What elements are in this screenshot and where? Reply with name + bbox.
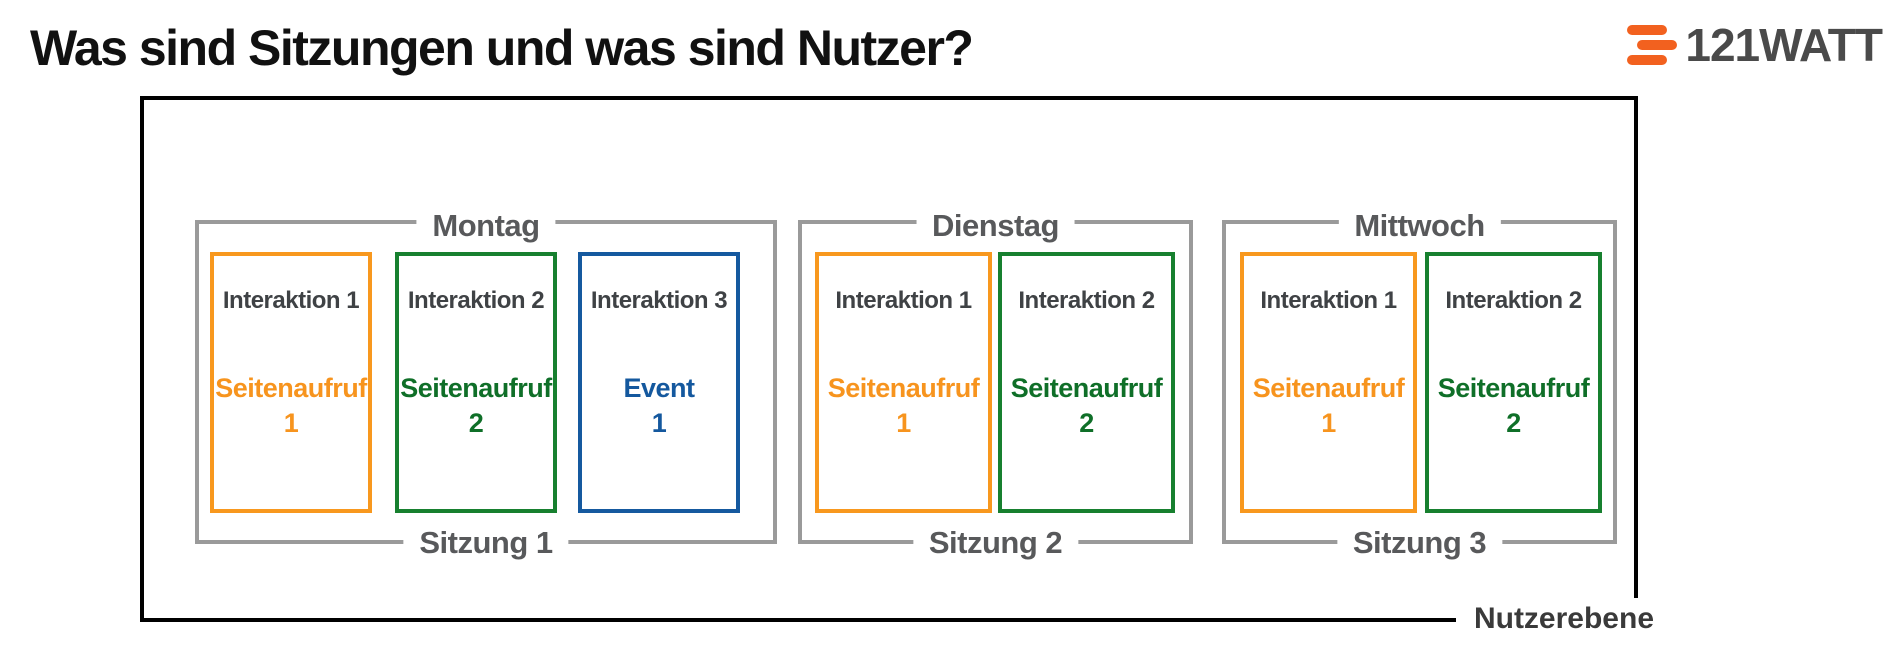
interaction-box-montag-1: Interaktion 1 Seitenaufruf 1 <box>210 252 372 513</box>
interaction-title: Interaktion 1 <box>1260 287 1397 314</box>
brand-logo: 121WATT <box>1626 19 1883 71</box>
interaction-value-line1: Seitenaufruf <box>827 373 980 403</box>
session-group-montag: Montag Interaktion 1 Seitenaufruf 1 Inte… <box>195 207 777 563</box>
interaction-value-line1: Seitenaufruf <box>1010 373 1163 403</box>
interaction-value-line2: 2 <box>1506 408 1521 438</box>
interaction-title: Interaktion 2 <box>1445 287 1582 314</box>
session-group-dienstag: Dienstag Interaktion 1 Seitenaufruf 1 In… <box>798 207 1193 563</box>
session-label-sitzung-2: Sitzung 2 <box>912 523 1079 563</box>
day-label-montag: Montag <box>416 207 556 245</box>
session-group-mittwoch: Mittwoch Interaktion 1 Seitenaufruf 1 In… <box>1222 207 1617 563</box>
interaction-box-mittwoch-2: Interaktion 2 Seitenaufruf 2 <box>1425 252 1602 513</box>
interaction-value: Seitenaufruf 2 <box>1002 371 1171 441</box>
logo-bar-middle <box>1637 40 1678 50</box>
interaction-box-dienstag-1: Interaktion 1 Seitenaufruf 1 <box>815 252 992 513</box>
interaction-value-line2: 1 <box>283 408 299 438</box>
interaction-value-line1: Seitenaufruf <box>400 373 552 403</box>
brand-logo-icon <box>1626 23 1678 67</box>
interaction-value-line1: Event <box>623 373 695 403</box>
day-label-mittwoch: Mittwoch <box>1338 207 1501 245</box>
interaction-box-mittwoch-1: Interaktion 1 Seitenaufruf 1 <box>1240 252 1417 513</box>
interaction-title: Interaktion 2 <box>1018 287 1155 314</box>
interaction-box-montag-2: Interaktion 2 Seitenaufruf 2 <box>395 252 557 513</box>
interaction-value-line1: Seitenaufruf <box>215 373 367 403</box>
logo-bar-top <box>1627 25 1668 35</box>
interaction-box-montag-3: Interaktion 3 Event 1 <box>578 252 740 513</box>
interaction-value: Seitenaufruf 2 <box>399 371 553 441</box>
interaction-title: Interaktion 2 <box>407 287 545 314</box>
logo-bar-bottom <box>1627 55 1668 65</box>
interaction-value-line1: Seitenaufruf <box>1252 373 1405 403</box>
user-level-box: Montag Interaktion 1 Seitenaufruf 1 Inte… <box>140 96 1660 640</box>
interaction-value: Seitenaufruf 2 <box>1429 371 1598 441</box>
interaction-box-dienstag-2: Interaktion 2 Seitenaufruf 2 <box>998 252 1175 513</box>
session-label-sitzung-3: Sitzung 3 <box>1336 523 1503 563</box>
interaction-title: Interaktion 1 <box>222 287 360 314</box>
interaction-value-line1: Seitenaufruf <box>1437 373 1590 403</box>
interaction-value-line2: 2 <box>468 408 484 438</box>
interaction-value-line2: 1 <box>651 408 667 438</box>
interaction-title: Interaktion 3 <box>590 287 728 314</box>
session-label-sitzung-1: Sitzung 1 <box>403 523 569 563</box>
day-label-dienstag: Dienstag <box>916 207 1075 245</box>
interaction-value-line2: 1 <box>896 408 911 438</box>
interaction-value-line2: 2 <box>1079 408 1094 438</box>
page-title: Was sind Sitzungen und was sind Nutzer? <box>30 20 974 76</box>
interaction-value: Seitenaufruf 1 <box>214 371 368 441</box>
user-level-label: Nutzerebene <box>1455 598 1660 640</box>
interaction-value-line2: 1 <box>1321 408 1336 438</box>
brand-logo-text: 121WATT <box>1685 19 1883 71</box>
interaction-value: Event 1 <box>582 371 736 441</box>
interaction-title: Interaktion 1 <box>835 287 972 314</box>
interaction-value: Seitenaufruf 1 <box>1244 371 1413 441</box>
interaction-value: Seitenaufruf 1 <box>819 371 988 441</box>
